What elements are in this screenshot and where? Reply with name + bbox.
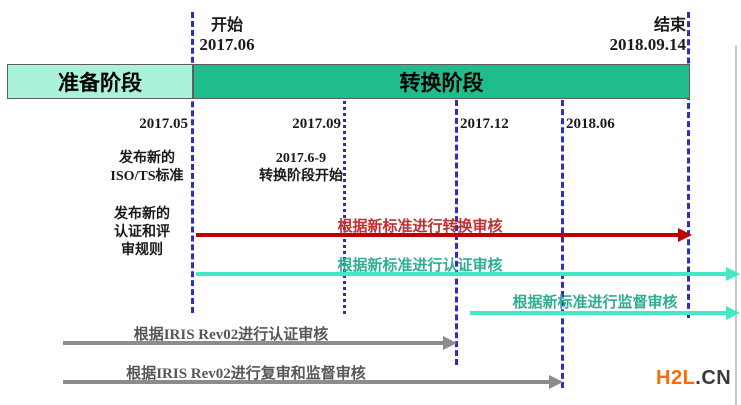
note-line: 转换阶段开始 bbox=[259, 169, 343, 184]
arrow-shaft-new-cert-audit bbox=[196, 272, 726, 276]
arrow-shaft-iris-reassess-audit bbox=[63, 380, 549, 384]
guide-line-end bbox=[687, 12, 690, 318]
arrowhead-icon bbox=[678, 228, 692, 242]
arrow-label-new-surveillance-audit: 根据新标准进行监督审核 bbox=[512, 295, 678, 311]
guide-line-start bbox=[191, 12, 194, 313]
milestone-2017-09: 2017.09 bbox=[292, 116, 341, 132]
arrowhead-icon bbox=[549, 375, 563, 389]
note-line: 发布新的 bbox=[119, 151, 175, 166]
note-line: 审规则 bbox=[121, 243, 163, 258]
start-label: 开始 bbox=[210, 17, 243, 34]
end-endpoint: 结束 2018.09.14 bbox=[578, 16, 687, 54]
logo-secondary: .CN bbox=[695, 367, 732, 389]
note-line: 发布新的 bbox=[114, 207, 170, 222]
end-label: 结束 bbox=[653, 17, 686, 34]
note-new-iso-ts-standard: 发布新的 ISO/TS标准 bbox=[84, 150, 210, 186]
arrow-label-iris-reassess-audit: 根据IRIS Rev02进行复审和监督审核 bbox=[126, 366, 366, 382]
site-logo: H2L.CN bbox=[656, 367, 731, 390]
arrow-shaft-transition-audit bbox=[196, 233, 678, 237]
page-edge-divider bbox=[735, 45, 737, 405]
note-line: 2017.6-9 bbox=[275, 151, 327, 166]
start-date: 2017.06 bbox=[199, 35, 255, 54]
phase-bar-transition: 转换阶段 bbox=[193, 64, 690, 99]
phase-prep-label: 准备阶段 bbox=[58, 70, 142, 95]
guide-line-2017-12 bbox=[455, 100, 458, 365]
milestone-2017-05: 2017.05 bbox=[139, 116, 188, 132]
milestone-2017-12: 2017.12 bbox=[460, 116, 509, 132]
note-line: 认证和评 bbox=[114, 225, 170, 240]
phase-trans-label: 转换阶段 bbox=[399, 70, 484, 95]
guide-line-2018-06 bbox=[561, 100, 564, 388]
arrow-shaft-new-surveillance-audit bbox=[470, 311, 726, 315]
arrowhead-icon bbox=[726, 267, 740, 281]
end-date: 2018.09.14 bbox=[609, 35, 687, 54]
arrowhead-icon bbox=[443, 336, 457, 350]
logo-primary: H2L bbox=[656, 367, 696, 389]
arrowhead-icon bbox=[726, 306, 740, 320]
arrow-shaft-iris-cert-audit bbox=[63, 341, 443, 345]
arrow-label-iris-cert-audit: 根据IRIS Rev02进行认证审核 bbox=[133, 327, 329, 343]
arrow-label-new-cert-audit: 根据新标准进行认证审核 bbox=[337, 258, 503, 274]
arrow-label-transition-audit: 根据新标准进行转换审核 bbox=[337, 219, 503, 235]
start-endpoint: 开始 2017.06 bbox=[188, 16, 266, 54]
note-line: ISO/TS标准 bbox=[110, 169, 184, 184]
phase-bar-preparation: 准备阶段 bbox=[7, 64, 193, 99]
guide-line-2017-09 bbox=[343, 96, 346, 314]
note-transition-start: 2017.6-9 转换阶段开始 bbox=[238, 150, 364, 186]
milestone-2018-06: 2018.06 bbox=[566, 116, 615, 132]
note-new-cert-rules: 发布新的 认证和评 审规则 bbox=[92, 206, 192, 260]
